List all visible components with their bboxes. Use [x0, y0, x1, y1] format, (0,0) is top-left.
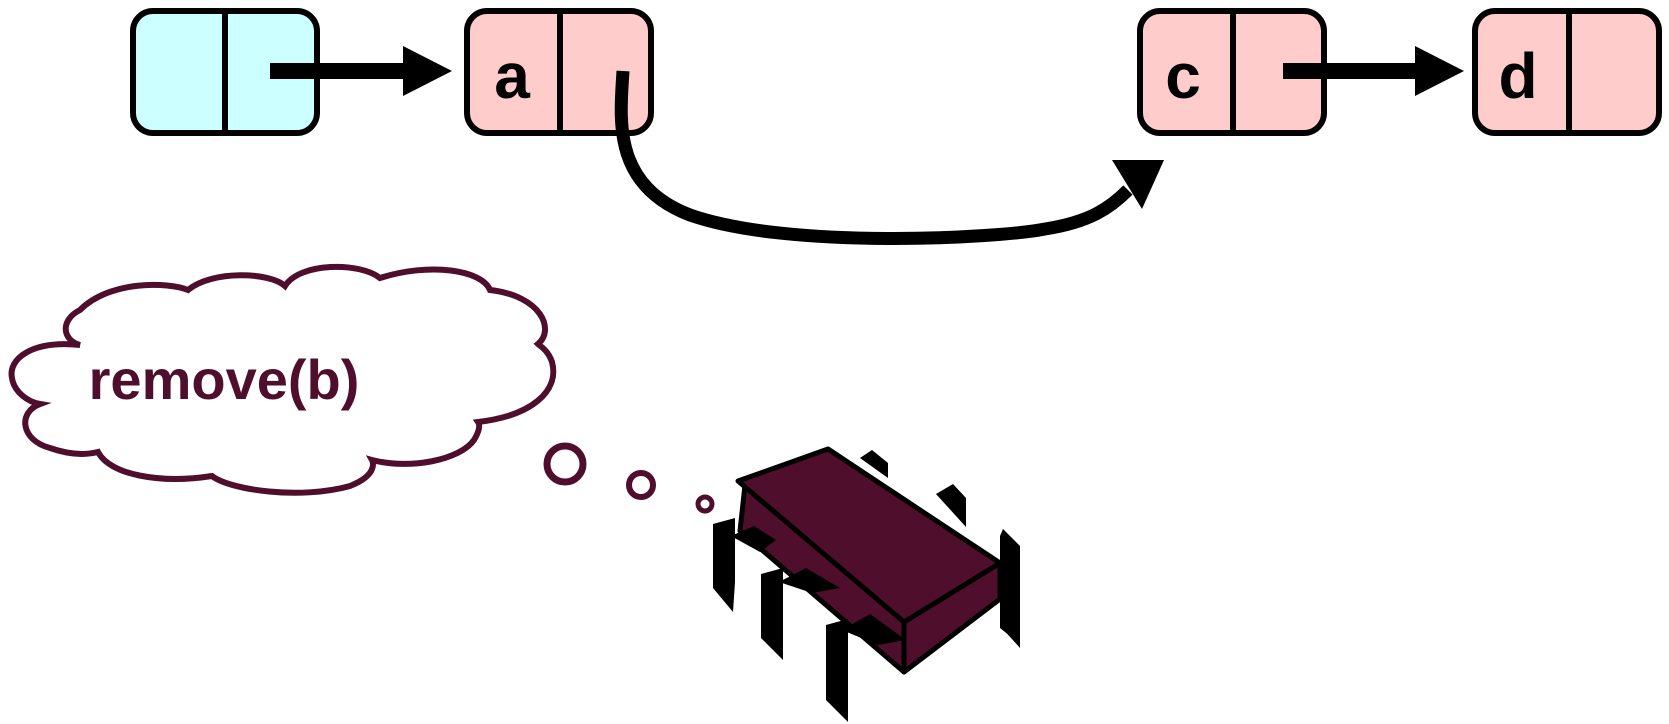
- chip-leg: [860, 450, 888, 478]
- node-label: a: [494, 40, 530, 112]
- chip-leg: [779, 568, 840, 593]
- chip-leg: [713, 518, 735, 612]
- list-node-c: c: [1137, 8, 1327, 136]
- link-a-to-c: [614, 70, 1164, 245]
- chip-top: [735, 446, 1003, 625]
- chip-leg: [936, 484, 966, 527]
- chip-leg: [826, 619, 848, 722]
- arrowhead-icon: [403, 46, 452, 96]
- chip-leg: [842, 614, 906, 645]
- thought-bubble-small: [695, 494, 715, 514]
- arrowhead-icon: [1112, 160, 1164, 209]
- cloud-outline: [8, 263, 557, 496]
- node-label: c: [1165, 40, 1201, 112]
- thought-bubble-large: [543, 442, 587, 486]
- node-label: d: [1498, 40, 1537, 112]
- thought-bubbles: [543, 442, 715, 514]
- arrowhead-icon: [1415, 46, 1464, 96]
- link-head-to-a: [270, 46, 452, 96]
- list-node-a: a: [464, 8, 654, 136]
- chip-bug-icon: [713, 446, 1020, 722]
- link-c-to-d: [1283, 46, 1464, 96]
- link-curve: [614, 70, 1133, 245]
- chip-leg: [731, 526, 776, 552]
- chip-leg: [1002, 590, 1020, 648]
- thought-bubble-medium: [626, 470, 656, 500]
- chip-leg: [761, 568, 783, 660]
- list-node-d: d: [1472, 8, 1662, 136]
- thought-cloud-icon: remove(b): [8, 263, 557, 496]
- thought-text: remove(b): [89, 348, 360, 411]
